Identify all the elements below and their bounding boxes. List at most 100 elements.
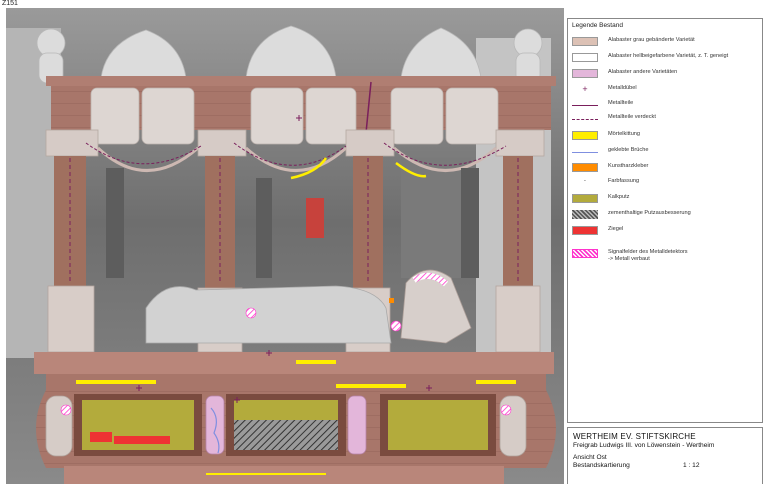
tomb-elevation-drawing <box>6 8 564 484</box>
entablature-metal-line <box>365 81 372 134</box>
crest-right <box>400 27 482 79</box>
legend-item: Kalkputz <box>572 192 762 204</box>
title-content: Bestandskartierung <box>573 462 630 469</box>
background-red-panel <box>306 198 324 238</box>
legend-label: Metallteile verdeckt <box>608 114 656 120</box>
chest-cartouches <box>205 395 367 455</box>
relief-6 <box>445 87 499 145</box>
panel-left-brick-2 <box>114 436 170 444</box>
legend-title: Legende Bestand <box>572 22 623 29</box>
legend-swatch <box>572 249 598 258</box>
panel-right-plaster <box>388 400 488 450</box>
legend-item: Metallteile verdeckt <box>572 112 762 124</box>
title-object: Freigrab Ludwigs III. von Löwenstein - W… <box>573 442 715 449</box>
dowel-3 <box>426 385 432 391</box>
legend-label: geklebte Brüche <box>608 147 649 153</box>
capital-3 <box>345 129 395 157</box>
crest-center <box>245 25 337 79</box>
capitals <box>45 129 545 157</box>
title-place: WERTHEIM EV. STIFTSKIRCHE <box>573 432 696 441</box>
legend-swatch <box>572 147 598 153</box>
legend-label: zementhaltige Putzausbesserung <box>608 210 691 216</box>
entablature-top <box>46 76 556 86</box>
cartouche-left <box>205 395 225 455</box>
rear-columns <box>106 168 479 278</box>
legend-label: Alabaster andere Varietäten <box>608 69 678 75</box>
legend-item: Metallteile <box>572 98 762 110</box>
legend-swatch <box>572 210 598 219</box>
effigy-body <box>145 285 392 344</box>
legend-label: Farbfassung <box>608 178 640 184</box>
legend-label: Metallteile <box>608 100 634 106</box>
legend-swatch <box>572 69 598 78</box>
legend-swatch <box>572 100 598 106</box>
legend-item: · Farbfassung <box>572 176 762 188</box>
dowel-2 <box>266 350 272 356</box>
legend-label: Mörtelkittung <box>608 131 641 137</box>
chest-end-right <box>499 395 527 457</box>
rear-column-1 <box>106 168 124 278</box>
legend-label: Alabaster hellbeigefarbene Varietät, z. … <box>608 53 729 59</box>
legend-item: Alabaster hellbeigefarbene Varietät, z. … <box>572 51 762 63</box>
background-stairs <box>401 158 471 278</box>
legend-item: zementhaltige Putzausbesserung <box>572 208 762 220</box>
rear-column-2 <box>256 178 272 278</box>
garlands <box>85 142 507 180</box>
sheet-id: Z151 <box>2 0 18 7</box>
entablature-reliefs <box>90 87 499 145</box>
capital-1 <box>45 129 99 157</box>
garland-left <box>96 146 199 172</box>
legend-item: Kunstharzkleber <box>572 161 762 173</box>
garland-center-metal <box>233 142 347 166</box>
pedestal-1 <box>47 285 95 353</box>
cornice-mortar-2 <box>76 380 156 384</box>
legend-item: geklebte Brüche <box>572 145 762 157</box>
title-block: WERTHEIM EV. STIFTSKIRCHE Freigrab Ludwi… <box>567 427 763 484</box>
lion-signal <box>412 272 449 287</box>
legend-swatch <box>572 163 598 172</box>
legend-item: Alabaster andere Varietäten <box>572 67 762 79</box>
legend-swatch: · <box>583 176 587 185</box>
metal-dowels <box>136 115 432 403</box>
legend-item: + Metalldübel <box>572 83 762 95</box>
legend-panel: Legende Bestand Alabaster grau gebändert… <box>567 18 763 423</box>
dowel-5 <box>296 115 302 121</box>
signal-4 <box>245 307 257 319</box>
signal-markers <box>60 307 512 416</box>
panel-left-brick-1 <box>90 432 112 442</box>
dowel-1 <box>136 385 142 391</box>
garland-right-mortar <box>395 161 427 178</box>
panel-center-hatch <box>234 420 338 450</box>
lion <box>400 269 472 344</box>
legend-swatch <box>572 53 598 62</box>
crest-left <box>100 29 187 79</box>
relief-5 <box>390 87 444 145</box>
rear-column-3 <box>461 168 479 278</box>
chest-cornice <box>34 352 554 374</box>
cornice-mortar-3 <box>336 384 406 388</box>
cartouche-right <box>347 395 367 455</box>
legend-swatch <box>572 37 598 46</box>
signal-3 <box>390 320 402 332</box>
crack-left <box>210 407 220 454</box>
legend-swatch <box>572 114 598 120</box>
relief-2 <box>141 87 195 145</box>
relief-4 <box>305 87 357 145</box>
chest-panels <box>74 394 496 456</box>
legend-swatch: + <box>582 84 588 94</box>
signal-1 <box>60 404 72 416</box>
legend-label: Metalldübel <box>608 85 637 91</box>
legend-item: Alabaster grau gebänderte Varietät <box>572 35 762 47</box>
garland-right-metal <box>383 142 507 166</box>
chest-cornice-lower <box>46 374 546 390</box>
legend-label: Kalkputz <box>608 194 630 200</box>
cornice-mortar-1 <box>296 360 336 364</box>
relief-1 <box>90 87 140 145</box>
legend-swatch <box>572 226 598 235</box>
legend-swatch <box>572 131 598 140</box>
effigy-glue <box>389 298 394 303</box>
title-scale: 1 : 12 <box>683 462 700 469</box>
capital-4 <box>495 129 545 157</box>
legend-label: Alabaster grau gebänderte Varietät <box>608 37 695 43</box>
